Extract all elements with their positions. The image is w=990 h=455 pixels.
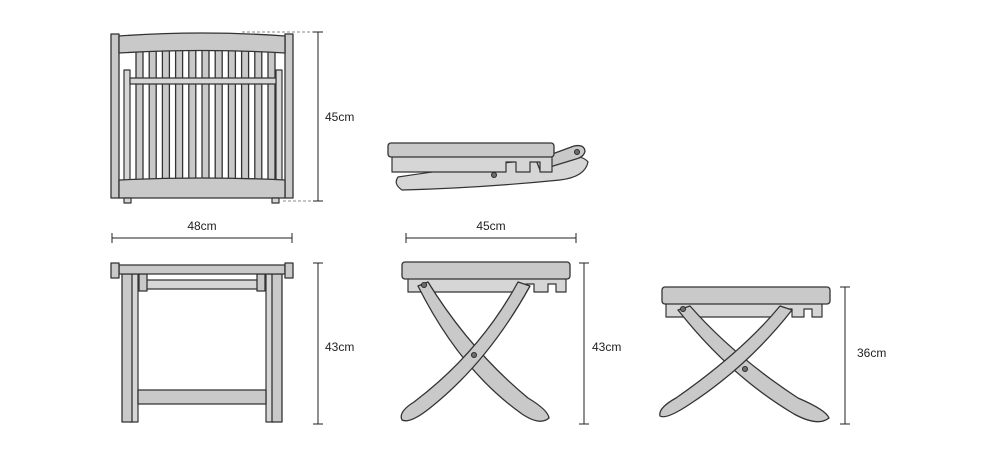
top-view-slat — [214, 49, 223, 183]
side-view-width-dimension — [405, 233, 577, 243]
low-view-seat — [661, 286, 831, 305]
top-view-cross-bar — [129, 77, 277, 85]
folded-view-bolt-arm — [574, 148, 581, 155]
low-view-leg-b — [659, 305, 793, 418]
top-view-foot-right — [271, 197, 280, 204]
top-view-foot-left — [123, 197, 132, 204]
folded-view-stool — [387, 142, 589, 191]
side-view-seat — [401, 261, 571, 280]
side-view-bolt-pivot — [470, 351, 477, 358]
front-view-stool — [110, 262, 294, 423]
side-view-leg-b — [400, 281, 531, 422]
front-view-seat-end-left — [110, 262, 120, 279]
top-view-slat — [135, 49, 144, 183]
top-view-stool — [110, 32, 294, 204]
front-view-width-label: 48cm — [187, 219, 216, 233]
low-view-bolt-top — [680, 305, 687, 312]
front-view-seat — [118, 264, 286, 275]
top-view-slat — [174, 49, 184, 183]
front-view-height-label: 43cm — [325, 340, 354, 354]
low-view-height-label: 36cm — [857, 346, 886, 360]
front-view-left-leg — [121, 273, 133, 423]
low-view-stool — [659, 286, 831, 423]
top-view-slat — [254, 49, 263, 183]
low-view-leg-a — [677, 305, 830, 423]
folded-view-frame — [391, 154, 553, 173]
top-view-slats — [135, 49, 276, 183]
low-view-bolt-pivot — [742, 365, 749, 372]
top-view-slat — [240, 49, 250, 183]
top-view-slat — [201, 49, 210, 183]
folded-view-seat — [387, 142, 555, 158]
top-view-slat — [188, 49, 197, 183]
front-view-stretcher — [137, 389, 267, 405]
top-view-slat — [267, 49, 276, 183]
top-view-left-rail — [110, 33, 120, 199]
top-view-back-rail — [118, 177, 286, 199]
top-view-slat — [227, 49, 237, 183]
side-view-width-label: 45cm — [476, 219, 505, 233]
front-view-upper-rail — [145, 279, 259, 290]
top-view-front-rail — [118, 32, 286, 54]
top-view-slat — [148, 49, 157, 183]
folded-view-bolt — [490, 171, 497, 178]
top-view-slat — [161, 49, 171, 183]
top-view-depth-label: 45cm — [325, 110, 354, 124]
top-view-right-rail — [284, 33, 294, 199]
side-view-bolt-top — [420, 281, 427, 288]
front-view-seat-end-right — [284, 262, 294, 279]
side-view-height-dimension — [579, 262, 589, 425]
front-view-height-dimension — [313, 262, 323, 425]
top-view-depth-dimension — [313, 31, 323, 202]
low-view-height-dimension — [840, 286, 850, 425]
side-view-height-label: 43cm — [592, 340, 621, 354]
front-view-width-dimension — [111, 233, 293, 243]
front-view-right-leg — [271, 273, 283, 423]
side-view-stool — [400, 261, 571, 422]
